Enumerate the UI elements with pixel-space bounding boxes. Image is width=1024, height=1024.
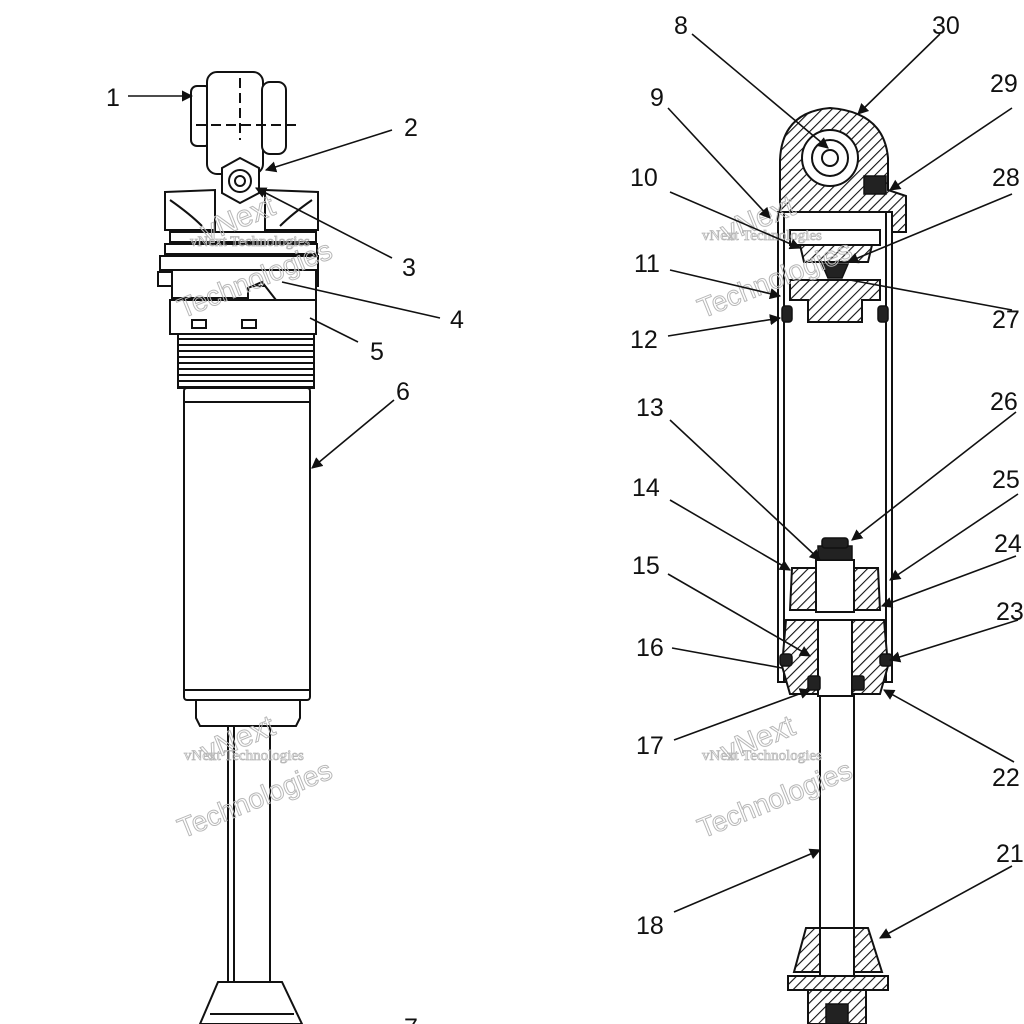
callout-10: 10 <box>630 164 658 192</box>
callout-9: 9 <box>650 84 664 112</box>
callout-15: 15 <box>632 552 660 580</box>
exterior-view <box>157 71 319 1024</box>
watermark-full: vNext Technologies <box>184 748 304 764</box>
watermark-full: vNext Technologies <box>190 234 310 250</box>
piston-assembly <box>788 537 882 613</box>
threaded-section <box>177 333 315 389</box>
callout-21: 21 <box>996 840 1024 868</box>
callout-11: 11 <box>634 250 660 278</box>
valve-core <box>820 263 850 279</box>
cross-section-view <box>777 106 907 1024</box>
callout-7: 7 <box>404 1014 418 1024</box>
floating-piston <box>789 279 881 323</box>
set-screw <box>863 175 887 195</box>
seal-head <box>779 619 893 697</box>
callout-23: 23 <box>996 598 1024 626</box>
callout-2: 2 <box>404 114 418 142</box>
callout-5: 5 <box>370 338 384 366</box>
callout-12: 12 <box>630 326 658 354</box>
watermark-full: vNext Technologies <box>702 228 822 244</box>
section-shaft <box>819 695 855 937</box>
callout-1: 1 <box>106 84 120 112</box>
watermark-full: vNext Technologies <box>702 748 822 764</box>
callout-29: 29 <box>990 70 1018 98</box>
callout-22: 22 <box>992 764 1020 792</box>
callout-26: 26 <box>990 388 1018 416</box>
callout-30: 30 <box>932 12 960 40</box>
callout-17: 17 <box>636 732 664 760</box>
callout-8: 8 <box>674 12 688 40</box>
callout-27: 27 <box>992 306 1020 334</box>
callout-28: 28 <box>992 164 1020 192</box>
leader-lines <box>128 33 1019 939</box>
callout-25: 25 <box>992 466 1020 494</box>
eye-mount <box>190 71 296 175</box>
bottom-cap <box>195 699 301 727</box>
callout-3: 3 <box>402 254 416 282</box>
body-tube <box>183 387 311 701</box>
adjuster-ring <box>171 269 317 301</box>
callout-16: 16 <box>636 634 664 662</box>
callout-13: 13 <box>636 394 664 422</box>
callout-18: 18 <box>636 912 664 940</box>
callout-6: 6 <box>396 378 410 406</box>
callout-24: 24 <box>994 530 1022 558</box>
callout-14: 14 <box>632 474 660 502</box>
bottom-bumper <box>198 981 304 1024</box>
callout-4: 4 <box>450 306 464 334</box>
callout-labels: 1 2 3 4 5 6 7 8 30 9 29 10 28 11 27 12 1… <box>106 12 1024 1024</box>
